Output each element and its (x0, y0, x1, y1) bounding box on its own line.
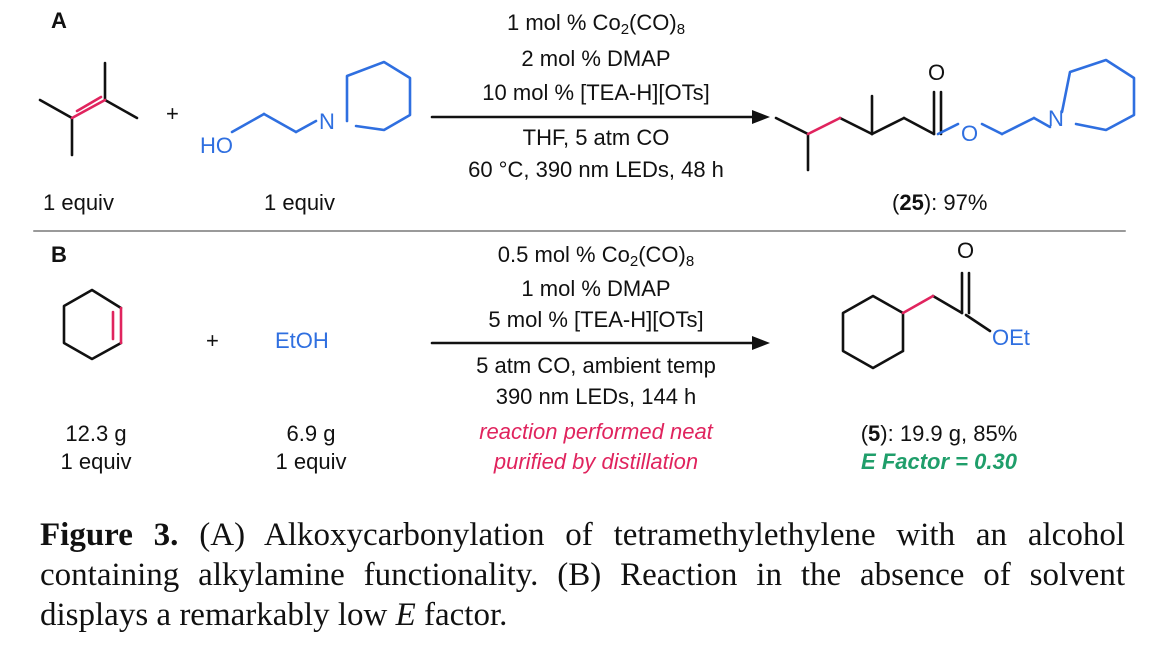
product-25-structure (774, 90, 943, 172)
plus-sign-a: + (166, 101, 179, 126)
arrowhead-a (752, 110, 770, 124)
hydroxyl-label: HO (200, 133, 233, 158)
condition-pressure-b: 5 atm CO, ambient temp (476, 353, 716, 378)
product-5-oet: OEt (992, 325, 1030, 350)
condition-catalyst-a: 1 mol % Co2(CO)8 (506, 10, 686, 38)
product-25-amine-chain (936, 58, 1136, 136)
condition-dmap-b: 1 mol % DMAP (521, 276, 671, 301)
caption-label: Figure 3. (40, 517, 179, 553)
reactant2-equiv-b: 1 equiv (275, 449, 347, 474)
ethanol-label: EtOH (275, 328, 329, 353)
reactant1-mass-b: 12.3 g (65, 421, 127, 446)
caption-tail: factor. (415, 597, 508, 633)
caption-text: (A) Alkoxycarbonylation of tetramethylet… (40, 517, 1125, 633)
reactant2-mass-b: 6.9 g (286, 421, 336, 446)
cyclohexene-double-bond (111, 306, 123, 345)
product-5-carbonyl-o: O (957, 238, 975, 263)
product-25-n: N (1048, 106, 1064, 131)
panel-b-label: B (51, 242, 67, 267)
condition-salt-a: 10 mol % [TEA-H][OTs] (482, 80, 710, 105)
tetramethylethylene-structure (38, 61, 139, 157)
hydroxyethylpiperidine-structure (230, 60, 412, 134)
condition-temp-a: 60 °C, 390 nm LEDs, 48 h (468, 157, 724, 182)
caption-emphasis: E (395, 597, 416, 633)
condition-time-b: 390 nm LEDs, 144 h (495, 384, 697, 409)
product-5-yield: (5): 19.9 g, 85% (860, 421, 1018, 446)
panel-a-label: A (51, 8, 67, 33)
cyclohexene-structure (62, 288, 123, 361)
plus-sign-b: + (206, 328, 219, 353)
new-cc-bond-a (806, 116, 842, 136)
product-25-ester-o: O (961, 121, 979, 146)
reactant1-amount-a: 1 equiv (43, 190, 114, 215)
reactant1-equiv-b: 1 equiv (60, 449, 132, 474)
condition-salt-b: 5 mol % [TEA-H][OTs] (488, 307, 704, 332)
note-neat: reaction performed neat (479, 419, 713, 444)
condition-dmap-a: 2 mol % DMAP (521, 46, 671, 71)
reactant2-amount-a: 1 equiv (264, 190, 335, 215)
product-25-yield: (25): 97% (892, 190, 988, 215)
arrowhead-b (752, 336, 770, 350)
product-5-structure (841, 271, 992, 370)
condition-catalyst-b: 0.5 mol % Co2(CO)8 (497, 242, 695, 270)
figure-caption: Figure 3. (A) Alkoxycarbonylation of tet… (40, 515, 1125, 635)
reaction-scheme (33, 58, 1136, 370)
alkene-double-bond (70, 95, 107, 120)
product-25-carbonyl-o: O (928, 60, 946, 85)
piperidine-n-label: N (319, 109, 335, 134)
e-factor-value: E Factor = 0.30 (861, 449, 1017, 474)
condition-solvent-a: THF, 5 atm CO (522, 125, 670, 150)
note-distillation: purified by distillation (493, 449, 699, 474)
new-cc-bond-b (901, 294, 935, 315)
